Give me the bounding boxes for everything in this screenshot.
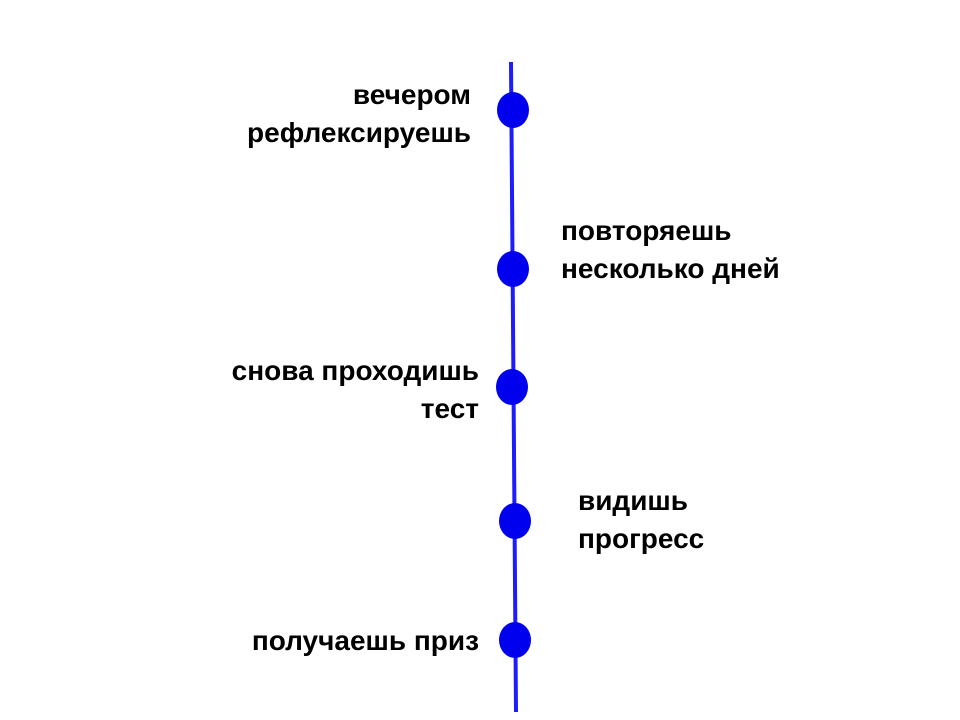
timeline-node: [496, 369, 528, 405]
step-label-line: видишь: [578, 485, 688, 516]
timeline-node: [497, 92, 529, 128]
step-label-line: получаешь приз: [251, 625, 479, 656]
timeline-node: [499, 622, 531, 658]
step-label-line: несколько дней: [561, 253, 780, 284]
step-label-retake-test: снова проходишь тест: [232, 352, 479, 428]
step-label-repeat-days: повторяешь несколько дней: [561, 212, 780, 288]
step-label-line: повторяешь: [561, 215, 732, 246]
step-label-line: вечером: [352, 79, 471, 110]
step-label-line: снова проходишь: [231, 355, 479, 386]
step-label-line: тест: [420, 393, 479, 424]
step-label-evening-reflect: вечером рефлексируешь: [247, 76, 471, 152]
step-label-line: рефлексируешь: [247, 117, 471, 148]
step-label-get-prize: получаешь приз: [252, 622, 479, 660]
step-label-line: прогресс: [578, 523, 705, 554]
step-label-see-progress: видишь прогресс: [578, 482, 704, 558]
timeline-node: [499, 503, 531, 539]
timeline-node: [497, 251, 529, 287]
